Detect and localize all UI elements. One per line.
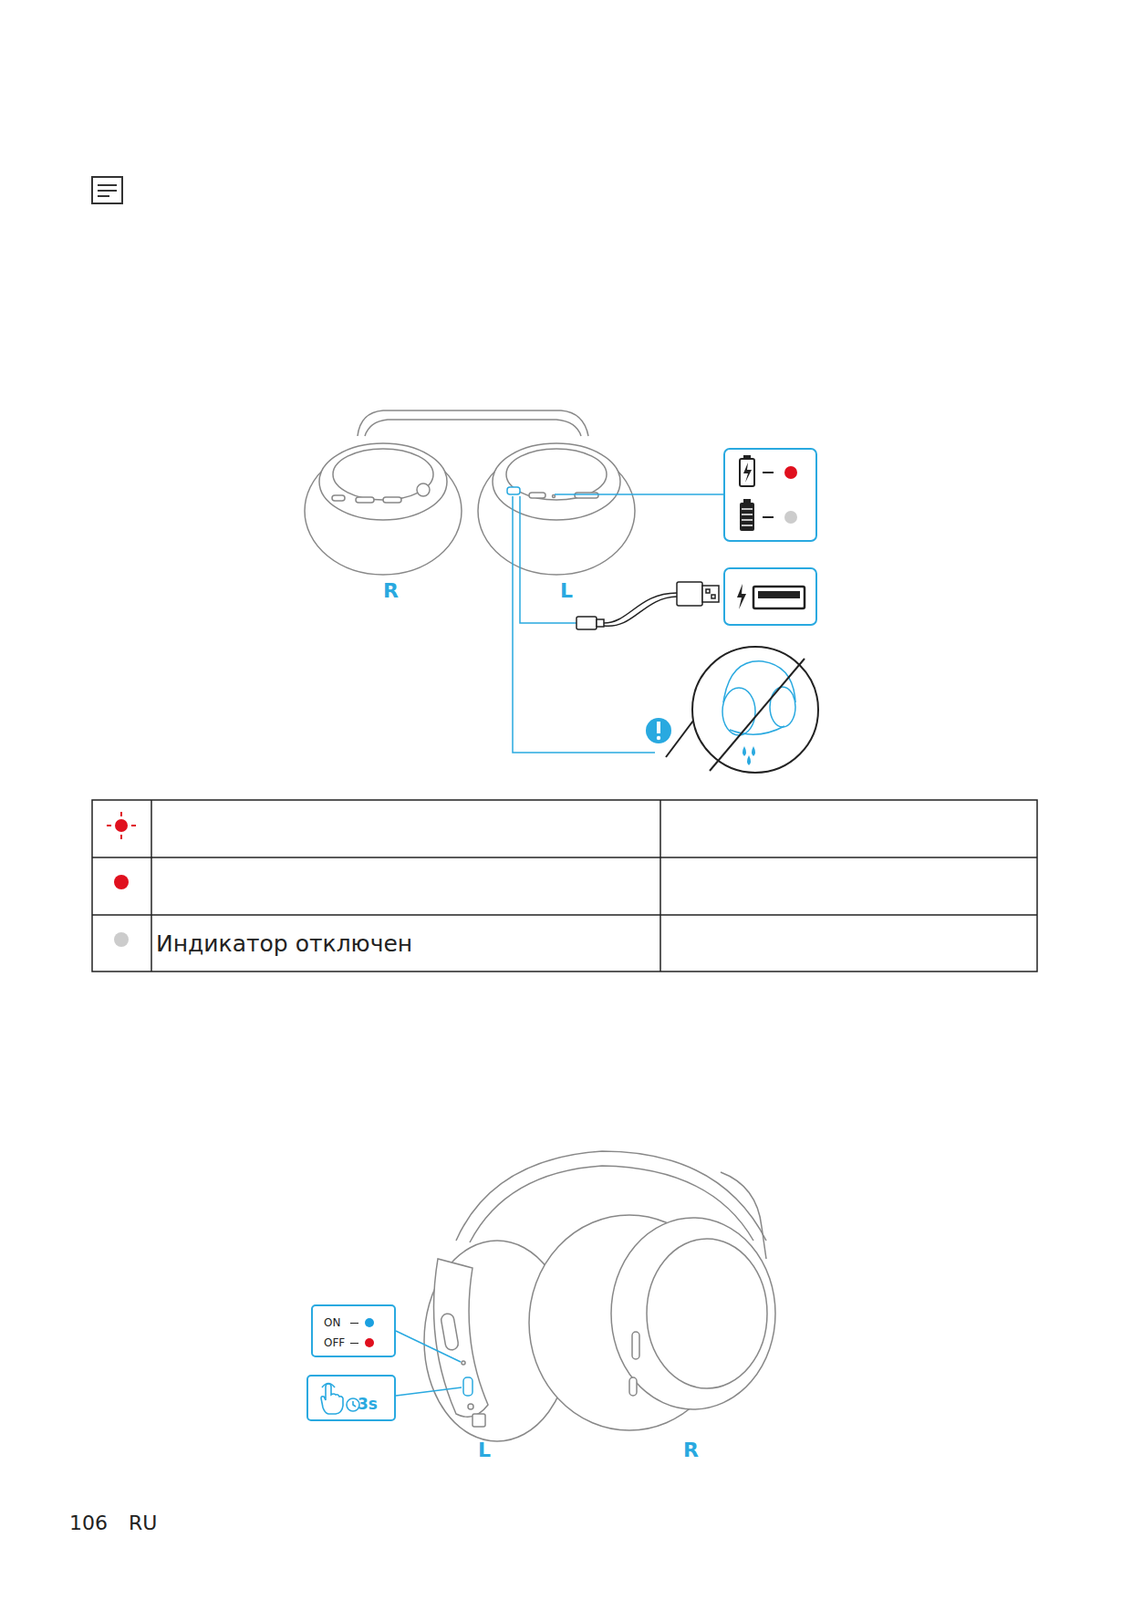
callout-text: 3s (357, 1396, 378, 1413)
label-text: Индикатор отключен (155, 931, 413, 957)
label-text: RU (128, 1512, 157, 1535)
usb-cable (576, 581, 719, 630)
table-grid (92, 799, 1038, 972)
label-text: R (683, 1439, 699, 1462)
dash (350, 1322, 359, 1324)
led-symbols (106, 811, 136, 947)
leader-lines-bottom (395, 1330, 462, 1396)
headphones-top (304, 410, 635, 575)
indicator-callout (724, 448, 817, 541)
indicator-callout-box: ON OFF (311, 1304, 396, 1358)
label-text: L (477, 1439, 491, 1462)
led-dot (364, 1318, 374, 1328)
headphones-bottom (424, 1151, 776, 1442)
label-text: 106 (69, 1512, 108, 1535)
press-hold-callout-box: 3s (306, 1374, 396, 1422)
led-dot (364, 1338, 374, 1348)
label-text: L (560, 580, 573, 603)
callout-text: ON (323, 1317, 341, 1329)
dash (350, 1342, 359, 1344)
label-text: R (383, 580, 399, 603)
usb-callout (724, 568, 817, 625)
water-warning (645, 646, 819, 773)
callout-text: OFF (323, 1337, 345, 1349)
note-icon (92, 176, 123, 204)
